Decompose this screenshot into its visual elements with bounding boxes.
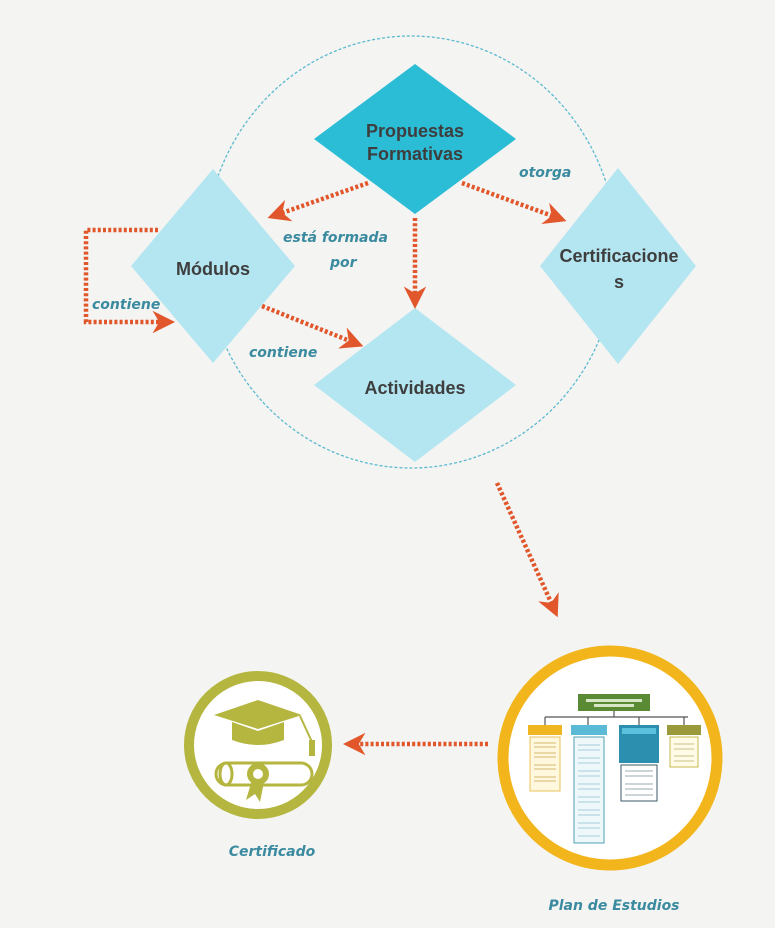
certificaciones-label-line2: s	[614, 272, 624, 292]
modulos-label: Módulos	[176, 259, 250, 279]
propuestas-label-line1: Propuestas	[366, 121, 464, 141]
arrow-propuestas-to-certificaciones	[461, 180, 567, 224]
plan-de-estudios-icon	[497, 645, 723, 871]
certificaciones-node	[540, 168, 696, 364]
plan-de-estudios-label: Plan de Estudios	[548, 898, 679, 914]
propuestas-formativas-node	[314, 64, 516, 214]
arrow-modulos-to-actividades	[261, 303, 364, 349]
actividades-label: Actividades	[364, 378, 465, 398]
edge-label-contiene-actividades: contiene	[249, 345, 317, 361]
edge-label-otorga: otorga	[519, 165, 571, 181]
propuestas-label-line2: Formativas	[367, 144, 463, 164]
edge-label-esta-formada-line2: por	[329, 255, 358, 271]
certificaciones-label-line1: Certificacione	[559, 246, 678, 266]
edge-label-esta-formada-line1: está formada	[283, 230, 388, 246]
edge-label-contiene-self: contiene	[92, 297, 160, 313]
arrow-propuestas-to-modulos	[267, 180, 369, 222]
actividades-node	[314, 308, 516, 462]
arrow-to-plan-de-estudios	[494, 482, 559, 618]
certificado-icon	[184, 671, 332, 819]
certificado-label: Certificado	[229, 844, 316, 860]
arrow-modulos-self-loop	[83, 227, 175, 334]
